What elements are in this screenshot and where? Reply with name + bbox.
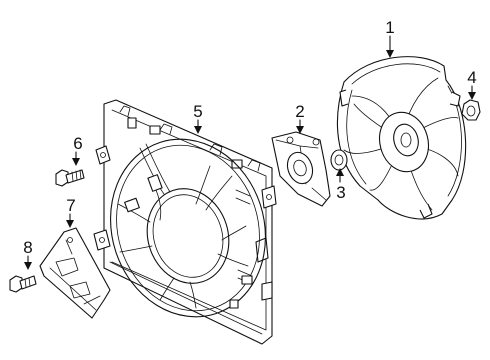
fan-motor: [271, 131, 331, 207]
callout-7: 7: [66, 196, 75, 215]
fan-blade-assembly: [336, 56, 467, 220]
nut: [461, 99, 481, 121]
callout-1: 1: [385, 18, 394, 37]
bolt-lower: [9, 275, 37, 293]
washer: [330, 149, 348, 171]
shroud-bracket: [39, 227, 111, 319]
callout-8: 8: [23, 238, 32, 257]
callout-leaders: [24, 35, 476, 270]
callout-6: 6: [73, 134, 82, 153]
fan-shroud: [93, 99, 277, 345]
bolt-upper: [55, 169, 85, 187]
callout-2: 2: [295, 102, 304, 121]
callout-4: 4: [467, 68, 476, 87]
callout-5: 5: [193, 102, 202, 121]
callout-3: 3: [336, 183, 345, 202]
